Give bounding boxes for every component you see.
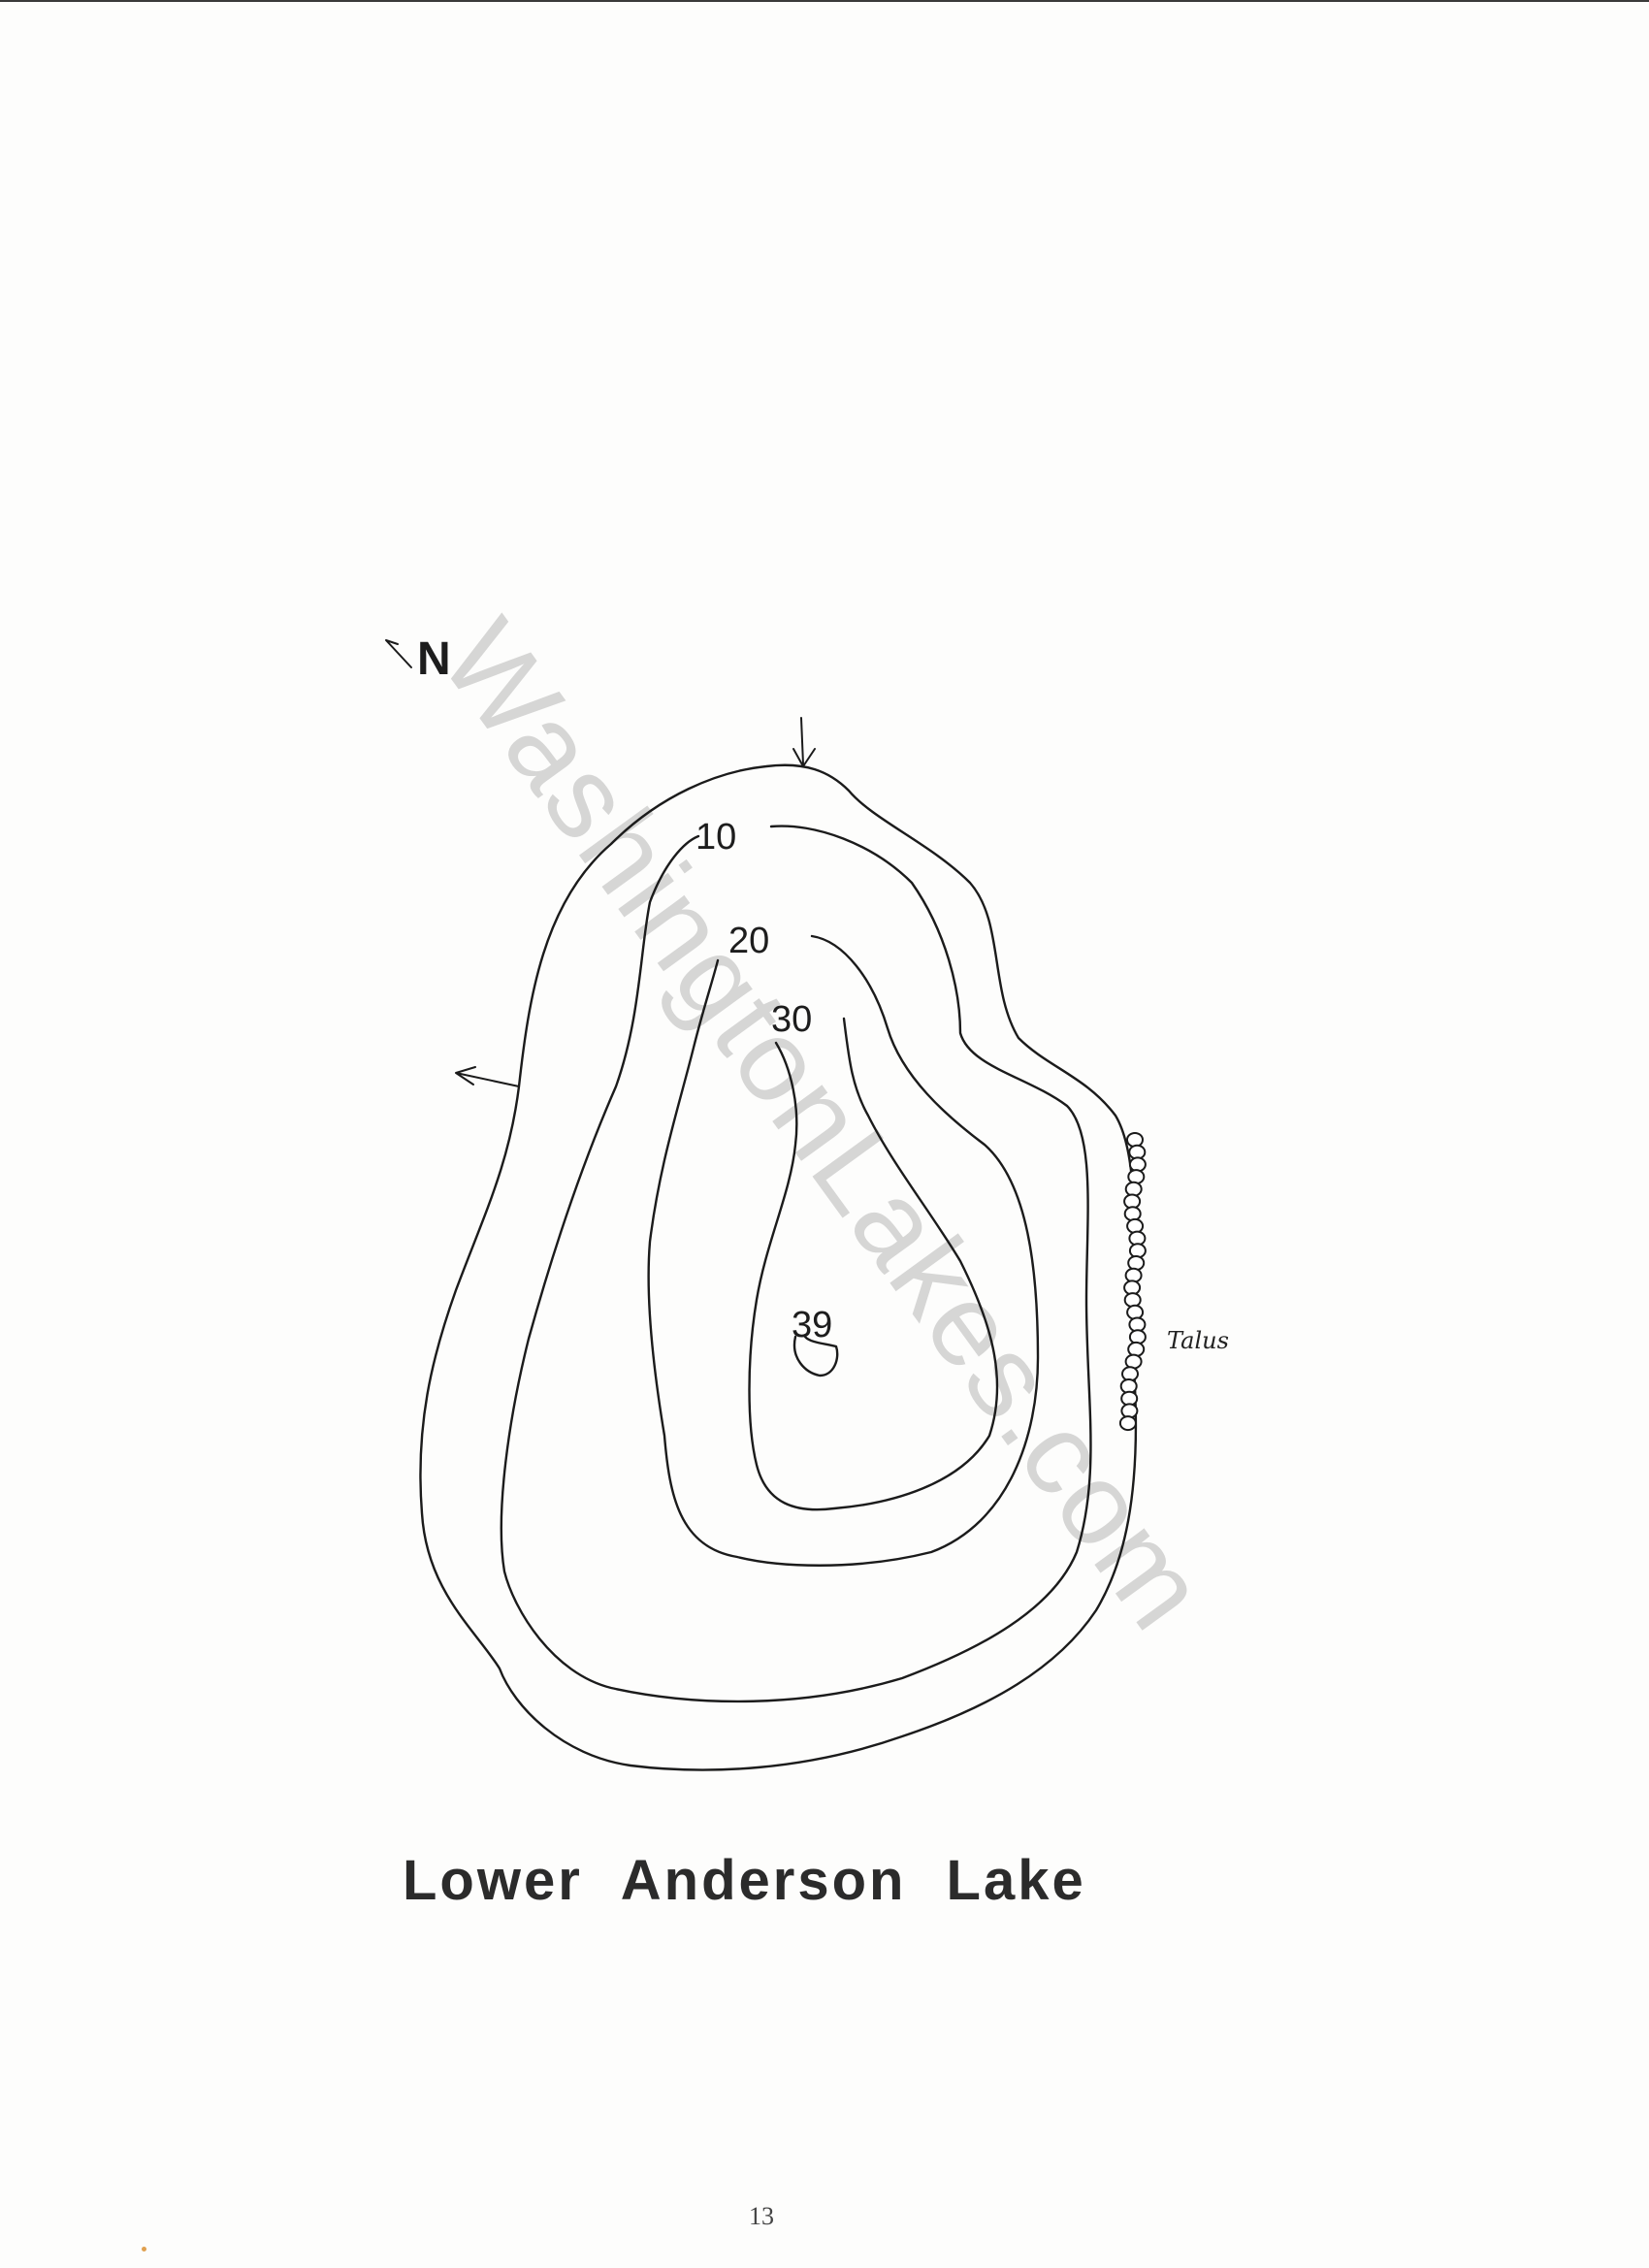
talus-stones xyxy=(1118,1132,1147,1432)
depth-label-39: 39 xyxy=(792,1305,832,1345)
contour-10 xyxy=(500,825,1092,1703)
contour-39-deep-spot xyxy=(792,1335,839,1377)
talus-stone xyxy=(1126,1217,1145,1234)
contour-30 xyxy=(748,1017,999,1511)
talus-stone xyxy=(1123,1292,1142,1309)
talus-stone xyxy=(1127,1341,1146,1357)
talus-stone xyxy=(1123,1206,1142,1222)
page-number: 13 xyxy=(749,2202,774,2230)
north-label: N xyxy=(417,633,451,685)
talus-stone xyxy=(1126,1304,1145,1320)
map-title-text: Lower Anderson Lake xyxy=(403,1849,1086,1912)
talus-label: Talus xyxy=(1167,1327,1229,1354)
inlet-arrow-top xyxy=(792,717,816,767)
outlet-arrow-left xyxy=(455,1066,520,1087)
talus-stone xyxy=(1118,1415,1137,1432)
depth-label-10: 10 xyxy=(695,817,736,858)
depth-label-20: 20 xyxy=(728,921,769,961)
north-arrow: N xyxy=(385,633,451,685)
contour-20 xyxy=(647,934,1040,1567)
scan-speck xyxy=(142,2247,146,2252)
talus-stone xyxy=(1126,1132,1144,1148)
depth-label-30: 30 xyxy=(771,999,812,1040)
scan-edge-line xyxy=(0,0,1649,2)
talus-stone xyxy=(1127,1255,1146,1271)
talus-stone xyxy=(1127,1169,1146,1185)
shoreline-contour xyxy=(419,763,1138,1771)
